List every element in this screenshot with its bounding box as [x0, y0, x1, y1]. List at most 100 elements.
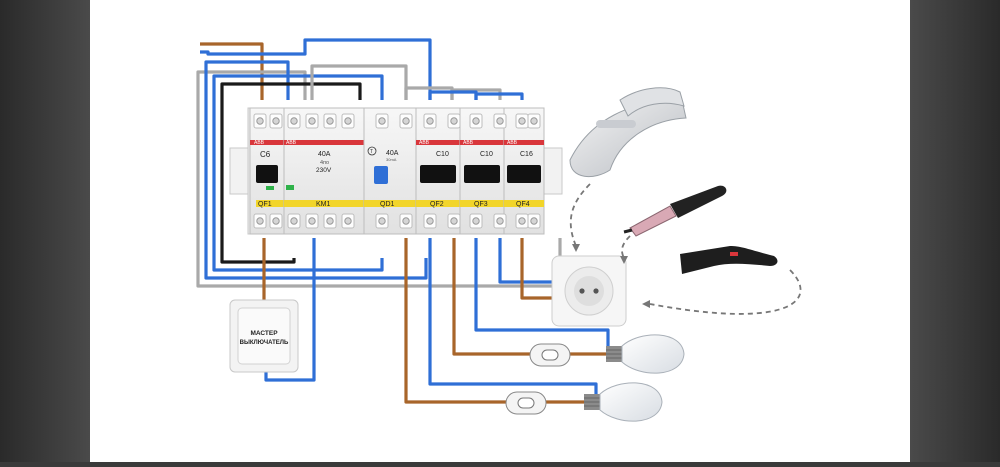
rating-label: 40A — [386, 150, 399, 157]
screw-head — [426, 217, 434, 225]
screw-head — [496, 217, 504, 225]
rating-label: C6 — [260, 150, 271, 159]
screw-head — [378, 217, 386, 225]
curling-iron-icon — [623, 185, 727, 237]
red-stripe — [250, 140, 284, 145]
iron-icon — [569, 87, 687, 178]
status-led — [286, 185, 294, 190]
red-stripe — [504, 140, 544, 145]
screw-head — [530, 117, 538, 125]
screw-head — [344, 217, 352, 225]
brand-label: ABB — [507, 140, 518, 146]
arrow-curler-socket — [621, 235, 631, 259]
wiring-diagram: ABB C6 QF1 ABB 40A 4по 230V KM1 T 40A 30… — [90, 0, 910, 462]
right-margin — [910, 0, 1000, 462]
wire-brown-in — [200, 42, 264, 100]
screw-head — [272, 217, 280, 225]
terminal-row-bottom — [253, 213, 541, 229]
breaker-qf3[interactable]: ABB C10 QF3 — [459, 107, 505, 235]
yellow-stripe — [460, 200, 504, 207]
toggle-lever[interactable] — [507, 165, 541, 183]
rating-label: 40A — [318, 151, 331, 158]
screw-head — [308, 217, 316, 225]
screw-head — [518, 217, 526, 225]
brand-label: ABB — [463, 140, 474, 146]
wire-blue-lamp2 — [428, 238, 598, 398]
screw-head — [402, 217, 410, 225]
screw-head — [272, 117, 280, 125]
voltage-label: 230V — [316, 167, 332, 174]
screw-head — [472, 117, 480, 125]
light-bulb-icon-2 — [584, 382, 663, 422]
light-switch-icon-2[interactable] — [505, 391, 547, 415]
screw-head — [290, 117, 298, 125]
toggle-lever[interactable] — [420, 165, 456, 183]
bottom-label: QD1 — [380, 201, 395, 208]
screw-head — [530, 217, 538, 225]
left-margin — [0, 0, 90, 462]
wire-blue-socket — [498, 238, 558, 284]
wire-blue-loop — [204, 60, 428, 280]
wires — [196, 38, 610, 404]
status-led — [266, 186, 274, 190]
din-clip-left — [229, 147, 249, 195]
wire-brown-lamp2 — [404, 238, 506, 404]
yellow-stripe — [416, 200, 460, 207]
yellow-stripe — [256, 200, 290, 207]
switch-label-1: МАСТЕР — [250, 330, 278, 337]
screw-head — [326, 217, 334, 225]
screw-head — [450, 217, 458, 225]
wire-brown-socket — [520, 238, 558, 300]
screw-head — [496, 117, 504, 125]
screw-head — [518, 117, 526, 125]
switch-label-2: ВЫКЛЮЧАТЕЛЬ — [240, 340, 289, 346]
rating-label: C10 — [480, 151, 493, 158]
din-panel: ABB C6 QF1 ABB 40A 4по 230V KM1 T 40A 30… — [229, 107, 563, 235]
wire-black-loop — [220, 82, 362, 264]
master-switch[interactable]: МАСТЕР ВЫКЛЮЧАТЕЛЬ — [229, 299, 299, 373]
wire-brown-lamp1 — [452, 238, 530, 356]
breaker-qf4[interactable]: ABB C16 QF4 — [503, 107, 545, 235]
test-mark: T — [370, 149, 373, 155]
brand-label: ABB — [254, 140, 265, 146]
wire-blue-in — [200, 38, 432, 100]
wiring-diagram-svg: ABB C6 QF1 ABB 40A 4по 230V KM1 T 40A 30… — [196, 38, 802, 422]
socket-icon[interactable] — [551, 255, 627, 327]
wire-blue-bridge2 — [474, 92, 524, 100]
screw-head — [378, 117, 386, 125]
bottom-label: KM1 — [316, 201, 331, 208]
poles-label: 4по — [320, 160, 329, 166]
yellow-stripe — [284, 200, 364, 207]
rating-label: C16 — [520, 151, 533, 158]
wire-blue-lamp1 — [474, 238, 610, 350]
bottom-label: QF1 — [258, 201, 272, 208]
test-button[interactable] — [367, 146, 377, 156]
toggle-lever[interactable] — [374, 166, 388, 184]
red-stripe — [416, 140, 460, 145]
arrow-iron-socket — [569, 183, 591, 247]
brand-label: ABB — [419, 140, 430, 146]
red-stripe — [284, 140, 364, 145]
yellow-stripe — [364, 200, 416, 207]
screw-head — [450, 117, 458, 125]
screw-head — [426, 117, 434, 125]
red-stripe — [460, 140, 504, 145]
breaker-qf2[interactable]: ABB C10 QF2 — [415, 107, 461, 235]
toggle-lever[interactable] — [464, 165, 500, 183]
wire-blue-switch — [264, 238, 316, 382]
screw-head — [256, 217, 264, 225]
hair-straightener-icon — [680, 246, 778, 274]
bottom-label: QF3 — [474, 201, 488, 208]
wire-gray-top — [310, 64, 408, 100]
screw-head — [256, 117, 264, 125]
screw-head — [308, 117, 316, 125]
rating-label: C10 — [436, 151, 449, 158]
breaker-qf1[interactable]: ABB C6 QF1 — [249, 107, 290, 235]
toggle-lever[interactable] — [256, 165, 278, 183]
yellow-stripe — [504, 200, 544, 207]
screw-head — [326, 117, 334, 125]
arrow-straightener-socket — [649, 269, 802, 315]
light-switch-icon[interactable] — [529, 343, 571, 367]
screw-head — [472, 217, 480, 225]
bottom-label: QF4 — [516, 201, 530, 208]
